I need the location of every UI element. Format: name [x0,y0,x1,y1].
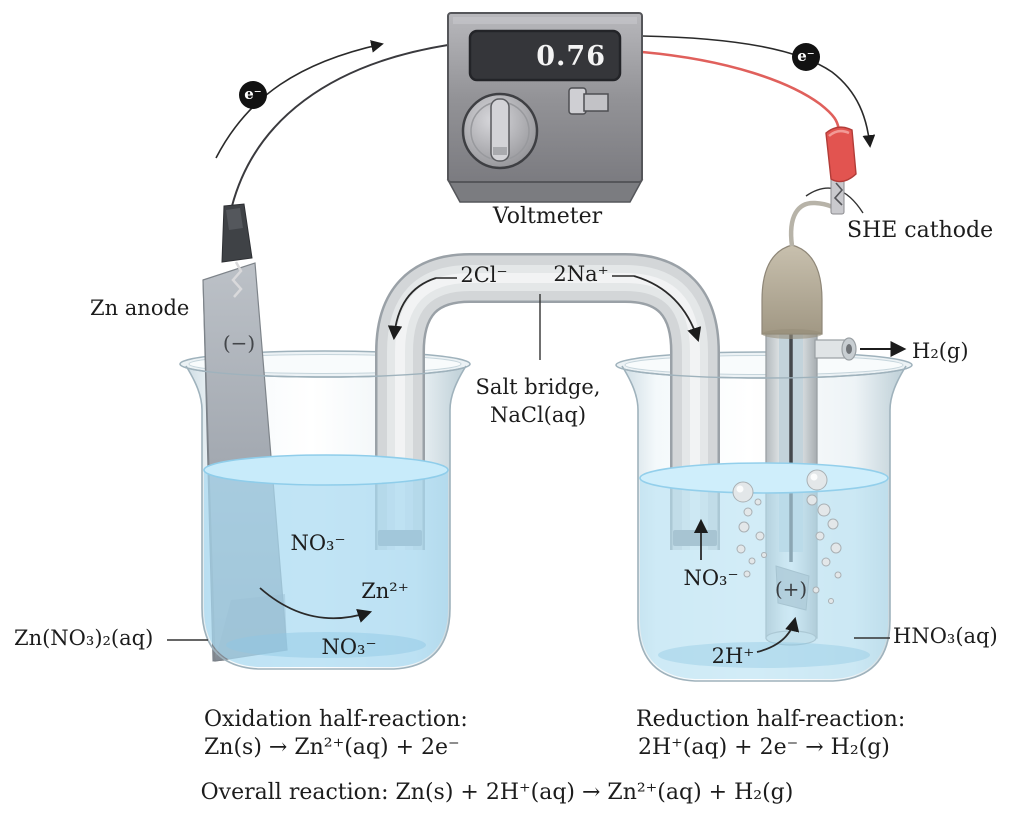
red-connector [825,126,857,183]
no3-lower-left-label: NO₃⁻ [321,635,377,659]
zn2-ion-label: Zn²⁺ [361,579,409,603]
she-cap [761,244,823,335]
hno3-solution-label: HNO₃(aq) [893,624,998,648]
salt-bridge-label: Salt bridge, NaCl(aq) [475,375,601,427]
voltmeter-label: Voltmeter [492,204,603,229]
cathode-sign: (+) [774,577,808,601]
overall-equation: Overall reaction: Zn(s) + 2H⁺(aq) → Zn²⁺… [200,780,794,805]
electron-badge-left: e⁻ [239,81,267,109]
h-ion-arrow [756,616,800,653]
zn-ion-arrow [259,587,373,623]
reduction-title: Reduction half-reaction: [636,707,906,732]
voltmeter-display [468,29,622,82]
she-cathode-label: SHE cathode [847,218,994,243]
electron-flow-arrow-right [641,35,876,148]
gas-bubbles [732,469,842,604]
electron-badge-right: e⁻ [792,43,820,71]
electron-flow-arrow-left [215,40,384,159]
left-solution [203,454,449,667]
oxidation-equation: Zn(s) → Zn²⁺(aq) + 2e⁻ [204,735,460,760]
cl-ion-arrow [387,277,437,341]
na-ion-arrow [633,275,702,343]
electrode-screw-wire [231,261,243,298]
anode-sign: (−) [222,331,256,355]
left-wire [215,40,449,207]
no3-right-label: NO₃⁻ [683,566,739,590]
salt-bridge-ion-cl: 2Cl⁻ [460,263,508,287]
no3-upper-left-label: NO₃⁻ [290,531,346,555]
red-wire [641,50,841,132]
zn-anode-label: Zn anode [90,296,190,320]
gas-outlet-arm [814,339,847,359]
h-ion-label: 2H⁺ [711,644,755,668]
znno3-solution-label: Zn(NO₃)₂(aq) [14,626,154,650]
voltmeter-base [446,179,644,203]
voltmeter [446,12,644,203]
voltmeter-reading: 0.76 [536,41,606,72]
oxidation-title: Oxidation half-reaction: [204,707,468,732]
right-wire [641,35,876,148]
reduction-equation: 2H⁺(aq) + 2e⁻ → H₂(g) [638,735,890,760]
salt-bridge-ion-na: 2Na⁺ [553,262,609,286]
h2-gas-label: H₂(g) [912,339,969,363]
